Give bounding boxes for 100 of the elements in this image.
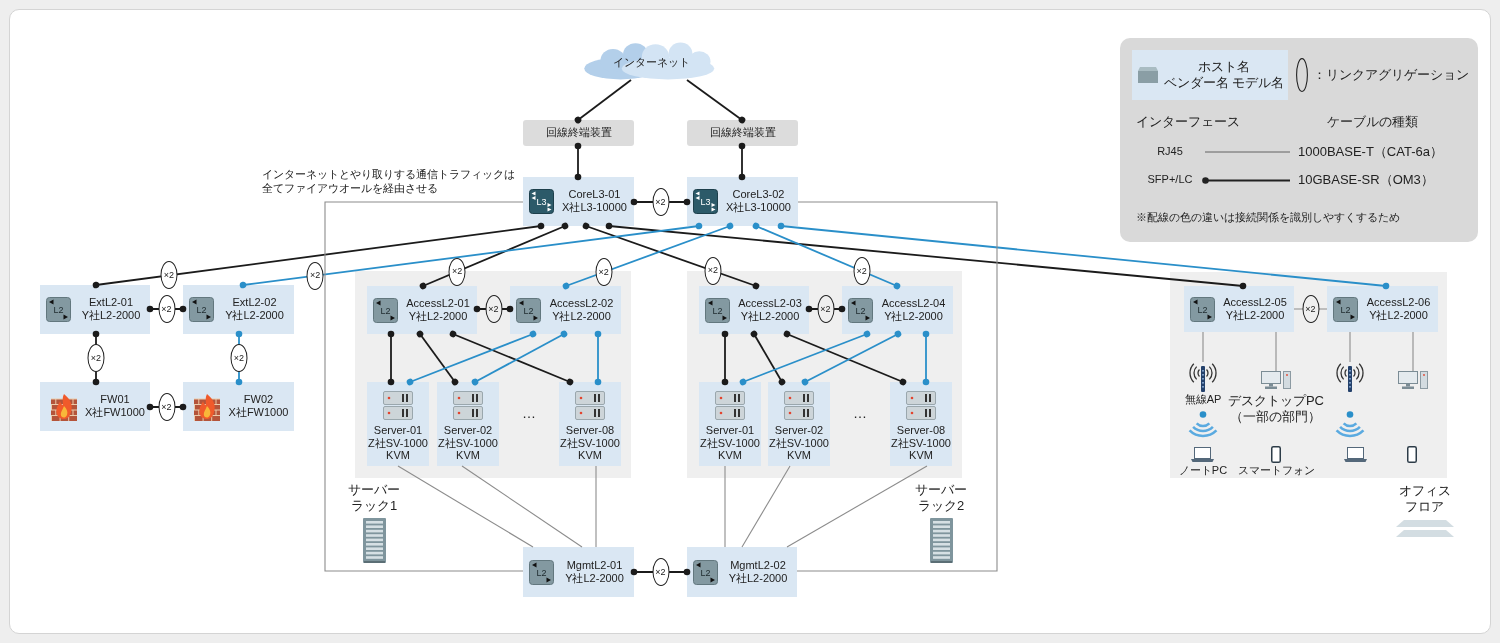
model-name: Y社L2-2000 <box>740 309 800 324</box>
device-label: 無線AP <box>1184 393 1222 407</box>
model-name: Y社L2-2000 <box>728 571 788 586</box>
switch-box <box>367 286 477 334</box>
desktop-pc-icon <box>1398 371 1428 389</box>
switch-box <box>1327 286 1438 332</box>
model-name: Y社L2-2000 <box>1369 308 1428 323</box>
layer-label: L2 <box>855 305 866 316</box>
host-name: AccessL2-01 <box>406 296 470 311</box>
server-box <box>367 382 429 466</box>
host-name: ExtL2-02 <box>232 296 277 310</box>
connector <box>1349 331 1351 363</box>
connector <box>595 465 597 548</box>
area-label: オフィスフロア <box>1398 483 1452 516</box>
connector <box>752 222 901 290</box>
firewall-box <box>183 382 294 431</box>
layer-label: L3 <box>700 196 711 207</box>
connector <box>1412 331 1414 372</box>
connector <box>741 465 791 548</box>
model-name: Y社L2-2000 <box>81 309 141 323</box>
switch-box <box>183 285 294 334</box>
device-label: デスクトップPC（一部の部門） <box>1226 393 1325 426</box>
connector <box>397 465 534 548</box>
connector <box>1275 331 1277 372</box>
layer-label: L3 <box>536 196 547 207</box>
connector <box>574 142 582 181</box>
model-name: Z社SV-1000 <box>769 436 829 451</box>
switch-box <box>687 547 797 597</box>
cloud-label: インターネット <box>612 56 690 70</box>
server-box <box>437 382 499 466</box>
host-name: FW02 <box>243 393 274 407</box>
connector <box>406 330 537 386</box>
layer-label: L2 <box>536 567 547 578</box>
host-name: CoreL3-02 <box>732 188 785 202</box>
model-name: ベンダー名 モデル名 <box>1163 75 1285 91</box>
connector <box>1202 331 1204 363</box>
connector <box>416 330 459 386</box>
server-box <box>890 382 952 466</box>
model-name: Z社SV-1000 <box>368 436 428 451</box>
host-name: AccessL2-03 <box>738 296 802 311</box>
connector <box>324 201 524 572</box>
connector <box>777 222 1390 290</box>
host-name: Server-08 <box>565 424 615 438</box>
layer-label: L2 <box>196 304 207 315</box>
connector <box>562 222 734 290</box>
connector <box>922 330 930 386</box>
host-name: AccessL2-02 <box>549 296 614 311</box>
switch-box <box>842 286 953 334</box>
connector <box>724 465 726 548</box>
host-name: ホスト名 <box>1198 59 1250 75</box>
switch-box <box>687 177 798 226</box>
switch-box <box>40 285 150 334</box>
hypervisor-label: KVM <box>909 449 933 463</box>
host-name: Server-02 <box>774 424 824 438</box>
host-name: AccessL2-05 <box>1223 295 1287 310</box>
legend-label: 10GBASE-SR（OM3） <box>1298 172 1434 188</box>
connector <box>594 330 602 386</box>
layer-label: L2 <box>1197 304 1208 315</box>
area-label: サーバーラック2 <box>914 482 968 515</box>
connector <box>739 330 871 386</box>
layer-label: L2 <box>523 305 534 316</box>
connector <box>461 465 583 548</box>
server-box <box>699 382 761 466</box>
host-name: CoreL3-01 <box>568 188 621 202</box>
model-name: X社FW1000 <box>85 406 145 420</box>
switch-box <box>699 286 809 334</box>
connector <box>721 330 729 386</box>
hypervisor-label: KVM <box>718 449 742 463</box>
host-name: AccessL2-06 <box>1366 295 1431 310</box>
model-name: Z社SV-1000 <box>700 436 760 451</box>
host-name: FW01 <box>100 393 130 407</box>
device-box <box>523 120 634 146</box>
column-heading: ケーブルの種類 <box>1326 114 1418 130</box>
host-name: Server-01 <box>373 424 423 438</box>
connector <box>574 79 632 124</box>
model-name: Y社L2-2000 <box>408 309 468 324</box>
footnote: ※配線の色の違いは接続関係を識別しやすくするため <box>1136 211 1400 225</box>
antenna-icon <box>1336 362 1364 392</box>
model-name: X社FW1000 <box>228 406 289 420</box>
connector <box>582 222 760 290</box>
model-name: Y社L2-2000 <box>552 309 611 324</box>
interface-label: SFP+/LC <box>1147 173 1193 187</box>
switch-box <box>1184 286 1294 332</box>
connector <box>387 330 395 386</box>
host-name: MgmtL2-02 <box>730 558 786 573</box>
model-name: Z社SV-1000 <box>438 436 498 451</box>
ellipsis-text: … <box>853 404 867 422</box>
host-name: AccessL2-04 <box>881 296 946 311</box>
host-name: Server-01 <box>705 424 755 438</box>
legend-label: 1000BASE-T（CAT-6a） <box>1298 144 1443 160</box>
device-box <box>687 120 798 146</box>
layer-label: L2 <box>380 305 391 316</box>
hypervisor-label: KVM <box>578 449 602 463</box>
interface-label: RJ45 <box>1157 145 1183 159</box>
node-label: 回線終端装置 <box>545 126 612 140</box>
area-label: サーバーラック1 <box>347 482 401 515</box>
host-name: ExtL2-01 <box>89 296 133 310</box>
layer-label: L2 <box>53 304 64 315</box>
connector <box>92 222 545 289</box>
host-name: MgmtL2-01 <box>566 558 623 573</box>
